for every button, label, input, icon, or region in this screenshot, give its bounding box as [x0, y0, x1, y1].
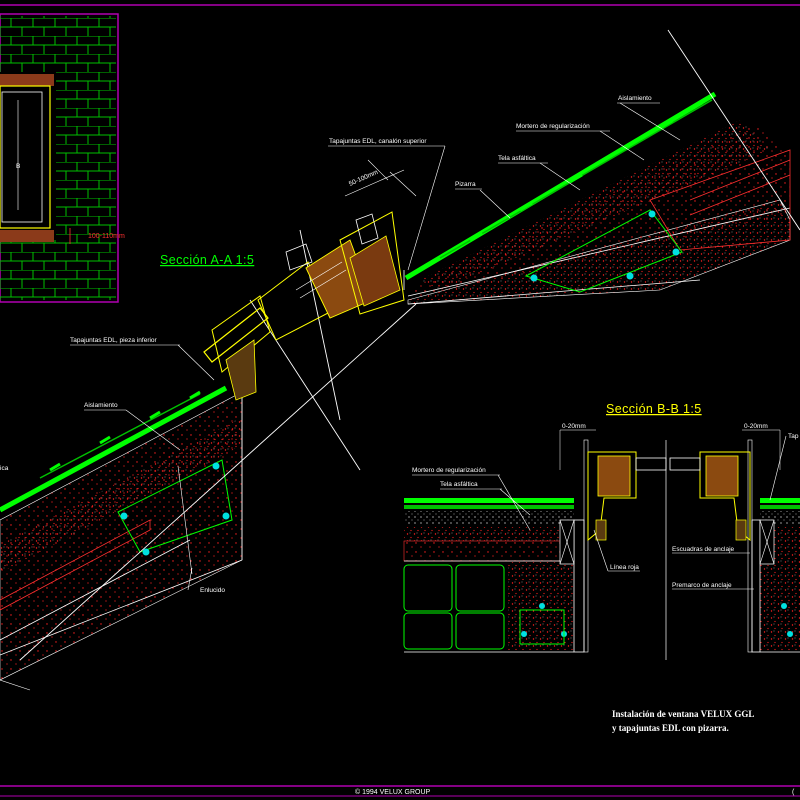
elevation-dimension: 100-110mm: [88, 233, 125, 240]
label-flashing-top: Tapajuntas EDL, canalón superior: [329, 138, 427, 145]
label-mortar-top: Mortero de regularización: [516, 123, 590, 130]
elevation-marker: B: [16, 163, 20, 170]
rebar-dots-lower: [120, 462, 230, 556]
drawing-note: Instalación de ventana VELUX GGL y tapaj…: [612, 709, 754, 733]
footer-corner-mark: (: [792, 789, 795, 796]
note-line-1: Instalación de ventana VELUX GGL: [612, 709, 754, 719]
label-felt-cut: ica: [0, 465, 9, 472]
title-section-bb: Sección B-B 1:5: [606, 402, 702, 416]
note-line-2: y tapajuntas EDL con pizarra.: [612, 723, 729, 733]
label-bb-frame: Premarco de anclaje: [672, 582, 732, 589]
rebar-dots-upper: [530, 210, 680, 282]
label-insulation-bottom: Aislamiento: [84, 402, 118, 409]
label-bb-bracket: Escuadras de anclaje: [672, 546, 735, 553]
label-bb-red-line: Línea roja: [610, 564, 639, 571]
drawing-frame: [0, 4, 800, 797]
section-bb: Sección B-B 1:5: [403, 402, 800, 660]
section-aa: Tapajuntas EDL, canalón superior Aislami…: [0, 29, 800, 691]
title-section-aa: Sección A-A 1:5: [160, 253, 254, 267]
window-elevation: 100-110mm B: [0, 13, 125, 303]
footer-copyright: © 1994 VELUX GROUP: [355, 788, 431, 796]
label-slate: Pizarra: [455, 181, 476, 188]
label-plaster: Enlucido: [200, 587, 225, 594]
label-insulation-top: Aislamiento: [618, 95, 652, 102]
label-felt-top: Tela asfáltica: [498, 155, 536, 162]
label-bb-flashing-cut: Tap: [788, 433, 799, 440]
bb-leaders: [412, 435, 787, 590]
dim-bb-left: 0-20mm: [562, 423, 586, 430]
bb-dimensions: [559, 429, 781, 470]
dimension-aa: 50-100mm: [348, 169, 379, 188]
dim-bb-right: 0-20mm: [744, 423, 768, 430]
label-bb-felt: Tela asfáltica: [440, 481, 478, 488]
aa-leaders: [70, 102, 681, 591]
label-flashing-bottom: Tapajuntas EDL, pieza inferior: [70, 337, 158, 344]
label-bb-mortar: Mortero de regularización: [412, 467, 486, 474]
window-frame-aa: [203, 211, 405, 401]
